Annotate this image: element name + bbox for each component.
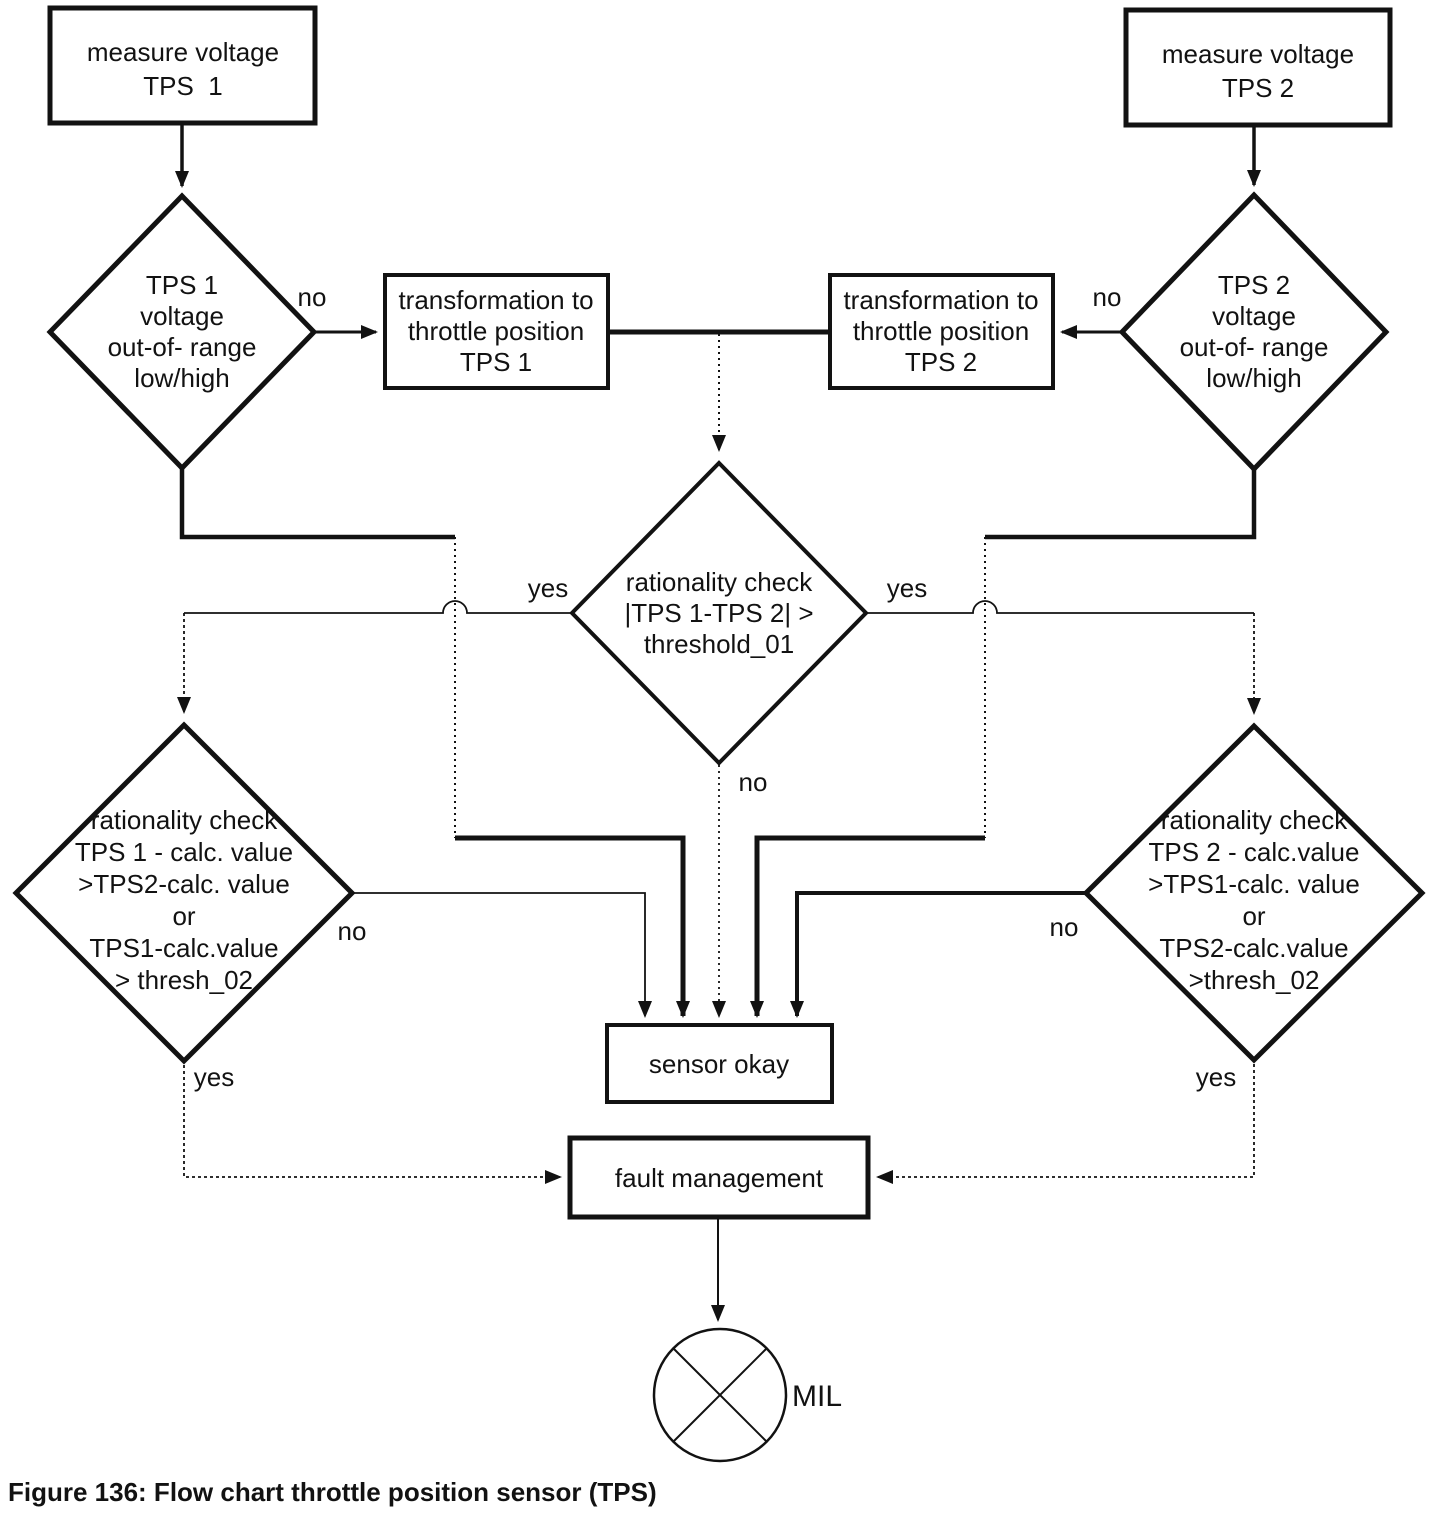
rationality-left-line1: rationality check xyxy=(91,805,278,835)
fault-management-label: fault management xyxy=(615,1163,824,1193)
measure-voltage-tps2-line2: TPS 2 xyxy=(1222,73,1294,103)
rationality-left-line5: TPS1-calc.value xyxy=(89,933,278,963)
node-measure-voltage-tps2: measure voltage TPS 2 xyxy=(1123,7,1393,128)
label-left-no: no xyxy=(338,916,367,946)
measure-voltage-tps1-line2: TPS 1 xyxy=(143,71,222,101)
tps2-range-line2: voltage xyxy=(1212,301,1296,331)
sensor-okay-label: sensor okay xyxy=(649,1049,789,1079)
tps1-range-line2: voltage xyxy=(140,301,224,331)
node-rationality-check-left: rationality check TPS 1 - calc. value >T… xyxy=(12,721,356,1065)
edge-left-yes-to-fault-management xyxy=(183,1059,562,1184)
rationality-right-line4: or xyxy=(1242,901,1265,931)
tps1-range-line1: TPS 1 xyxy=(146,270,218,300)
rationality-mid-line1: rationality check xyxy=(626,567,813,597)
node-transformation-tps2: transformation to throttle position TPS … xyxy=(828,273,1055,390)
rationality-right-diamond xyxy=(1082,722,1426,1064)
rationality-left-line6: > thresh_02 xyxy=(115,965,253,995)
edge-range2-bottom-route-a xyxy=(985,467,1257,540)
label-right-yes: yes xyxy=(1196,1062,1236,1092)
transformation-tps1-line2: throttle position xyxy=(408,316,584,346)
transformation-tps1-line3: TPS 1 xyxy=(460,347,532,377)
edge-left-no-to-sensor-okay xyxy=(352,892,652,1018)
fault-management-box xyxy=(567,1135,871,1220)
label-mid-yes-left: yes xyxy=(528,573,568,603)
measure-voltage-tps1-box xyxy=(47,5,318,126)
rationality-left-line2: TPS 1 - calc. value xyxy=(75,837,293,867)
node-tps2-out-of-range-decision: TPS 2 voltage out-of- range low/high xyxy=(1118,191,1390,473)
node-rationality-check-right: rationality check TPS 2 - calc.value >TP… xyxy=(1082,722,1426,1064)
node-fault-management: fault management xyxy=(567,1135,871,1220)
figure-caption: Figure 136: Flow chart throttle position… xyxy=(8,1477,657,1507)
tps2-range-line1: TPS 2 xyxy=(1218,270,1290,300)
label-range1-no: no xyxy=(298,282,327,312)
measure-voltage-tps1-line1: measure voltage xyxy=(87,37,279,67)
transformation-tps1-line1: transformation to xyxy=(398,285,593,315)
rationality-mid-diamond xyxy=(569,460,869,766)
edge-mid-yes-right-horizontal xyxy=(866,600,1254,614)
node-rationality-check-mid: rationality check |TPS 1-TPS 2| > thresh… xyxy=(569,460,869,766)
edge-range2-bottom-route-c xyxy=(750,835,985,1018)
rationality-left-line3: >TPS2-calc. value xyxy=(78,869,290,899)
mil-label: MIL xyxy=(792,1380,842,1413)
measure-voltage-tps2-box xyxy=(1123,7,1393,128)
label-mid-yes-right: yes xyxy=(887,573,927,603)
label-mid-no: no xyxy=(739,767,768,797)
edge-right-no-to-sensor-okay xyxy=(790,891,1086,1018)
node-sensor-okay: sensor okay xyxy=(605,1023,834,1104)
edge-mid-yes-left-horizontal xyxy=(184,600,572,614)
transformation-tps1-box xyxy=(383,273,610,390)
tps1-range-line4: low/high xyxy=(134,363,229,393)
rationality-right-line5: TPS2-calc.value xyxy=(1159,933,1348,963)
transformation-tps2-line3: TPS 2 xyxy=(905,347,977,377)
node-measure-voltage-tps1: measure voltage TPS 1 xyxy=(47,5,318,126)
tps1-out-of-range-diamond xyxy=(46,192,318,472)
tps2-range-line3: out-of- range xyxy=(1180,332,1329,362)
rationality-right-line3: >TPS1-calc. value xyxy=(1148,869,1360,899)
measure-voltage-tps2-line1: measure voltage xyxy=(1162,39,1354,69)
edge-range1-bottom-route-c xyxy=(455,835,690,1018)
rationality-right-line6: >thresh_02 xyxy=(1189,965,1320,995)
label-right-no: no xyxy=(1050,912,1079,942)
sensor-okay-box xyxy=(605,1023,834,1104)
transformation-tps2-box xyxy=(828,273,1055,390)
node-tps1-out-of-range-decision: TPS 1 voltage out-of- range low/high xyxy=(46,192,318,472)
label-range2-no: no xyxy=(1093,282,1122,312)
edge-range1-bottom-route-a xyxy=(179,466,455,540)
tps2-range-line4: low/high xyxy=(1206,363,1301,393)
rationality-left-line4: or xyxy=(172,901,195,931)
node-transformation-tps1: transformation to throttle position TPS … xyxy=(383,273,610,390)
transformation-tps2-line1: transformation to xyxy=(843,285,1038,315)
mil-lamp-icon: MIL xyxy=(652,1327,842,1463)
label-left-yes: yes xyxy=(194,1062,234,1092)
rationality-mid-line3: threshold_01 xyxy=(644,629,794,659)
tps1-range-line3: out-of- range xyxy=(108,332,257,362)
mil-cross-line-2 xyxy=(672,1347,768,1443)
tps2-out-of-range-diamond xyxy=(1118,191,1390,473)
rationality-right-line1: rationality check xyxy=(1161,805,1348,835)
rationality-mid-line2: |TPS 1-TPS 2| > xyxy=(624,598,813,628)
rationality-left-diamond xyxy=(12,721,356,1065)
rationality-right-line2: TPS 2 - calc.value xyxy=(1149,837,1360,867)
transformation-tps2-line2: throttle position xyxy=(853,316,1029,346)
